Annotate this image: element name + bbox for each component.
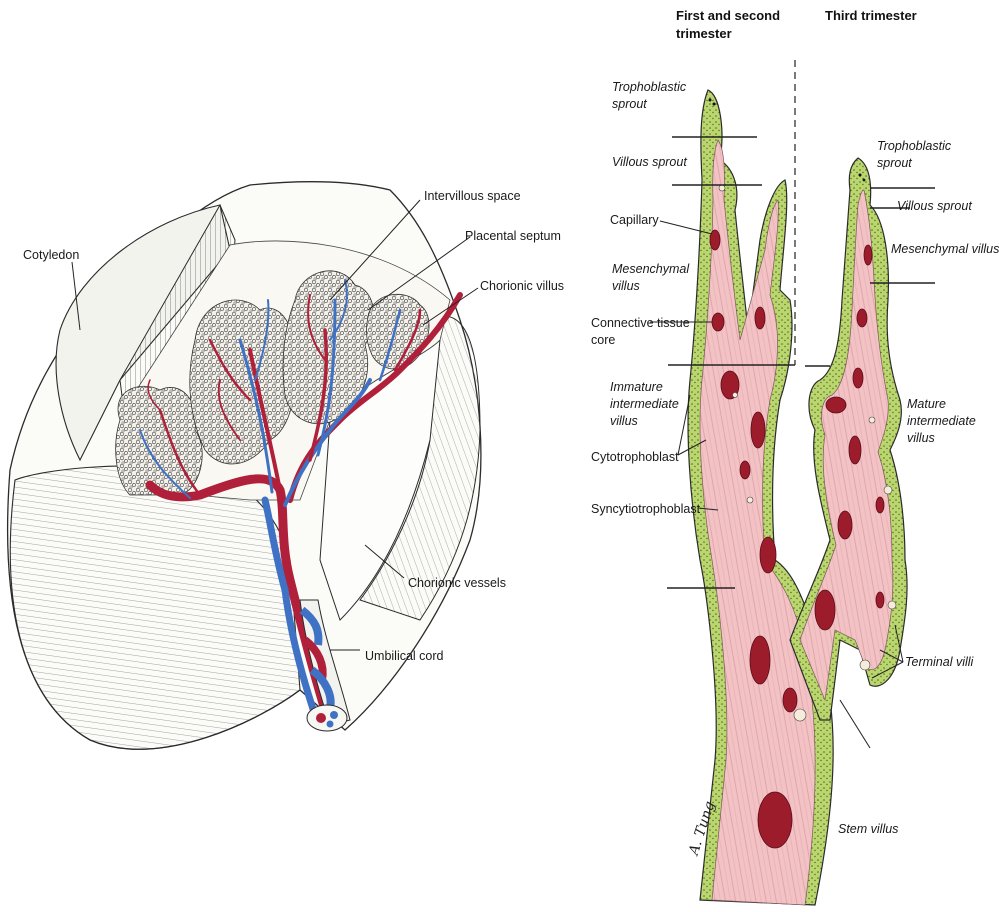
label-trophoblastic-sprout-3rd-2: sprout bbox=[877, 156, 912, 171]
label-connective-1: Connective tissue bbox=[591, 316, 690, 331]
label-trophoblastic-sprout-1: Trophoblastic bbox=[612, 80, 686, 95]
label-terminal-villi: Terminal villi bbox=[905, 655, 973, 670]
label-mesenchymal-1: Mesenchymal bbox=[612, 262, 689, 277]
label-capillary: Capillary bbox=[610, 213, 659, 228]
label-placental-septum: Placental septum bbox=[465, 229, 561, 244]
label-mesenchymal-2: villus bbox=[612, 279, 640, 294]
label-cytotrophoblast: Cytotrophoblast bbox=[591, 450, 679, 465]
label-trophoblastic-sprout-3rd-1: Trophoblastic bbox=[877, 139, 951, 154]
label-villous-sprout: Villous sprout bbox=[612, 155, 687, 170]
label-chorionic-vessels: Chorionic vessels bbox=[408, 576, 506, 591]
label-cotyledon: Cotyledon bbox=[23, 248, 79, 263]
label-mature-1: Mature bbox=[907, 397, 946, 412]
label-chorionic-villus: Chorionic villus bbox=[480, 279, 564, 294]
label-umbilical-cord: Umbilical cord bbox=[365, 649, 444, 664]
label-villous-sprout-3rd: Villous sprout bbox=[897, 199, 972, 214]
label-trophoblastic-sprout-2: sprout bbox=[612, 97, 647, 112]
label-mature-2: intermediate bbox=[907, 414, 976, 429]
header-first-second-trimester-line2: trimester bbox=[676, 26, 732, 42]
label-immature-1: Immature bbox=[610, 380, 663, 395]
label-stem-villus: Stem villus bbox=[838, 822, 898, 837]
label-immature-2: intermediate bbox=[610, 397, 679, 412]
header-first-second-trimester-line1: First and second bbox=[676, 8, 780, 24]
label-connective-2: core bbox=[591, 333, 615, 348]
label-mature-3: villus bbox=[907, 431, 935, 446]
label-intervillous-space: Intervillous space bbox=[424, 189, 521, 204]
label-mesenchymal-villus-3rd: Mesenchymal villus bbox=[891, 242, 999, 257]
header-third-trimester: Third trimester bbox=[825, 8, 917, 24]
basal-plate bbox=[10, 466, 300, 749]
label-immature-3: villus bbox=[610, 414, 638, 429]
label-syncytiotrophoblast: Syncytiotrophoblast bbox=[591, 502, 700, 517]
